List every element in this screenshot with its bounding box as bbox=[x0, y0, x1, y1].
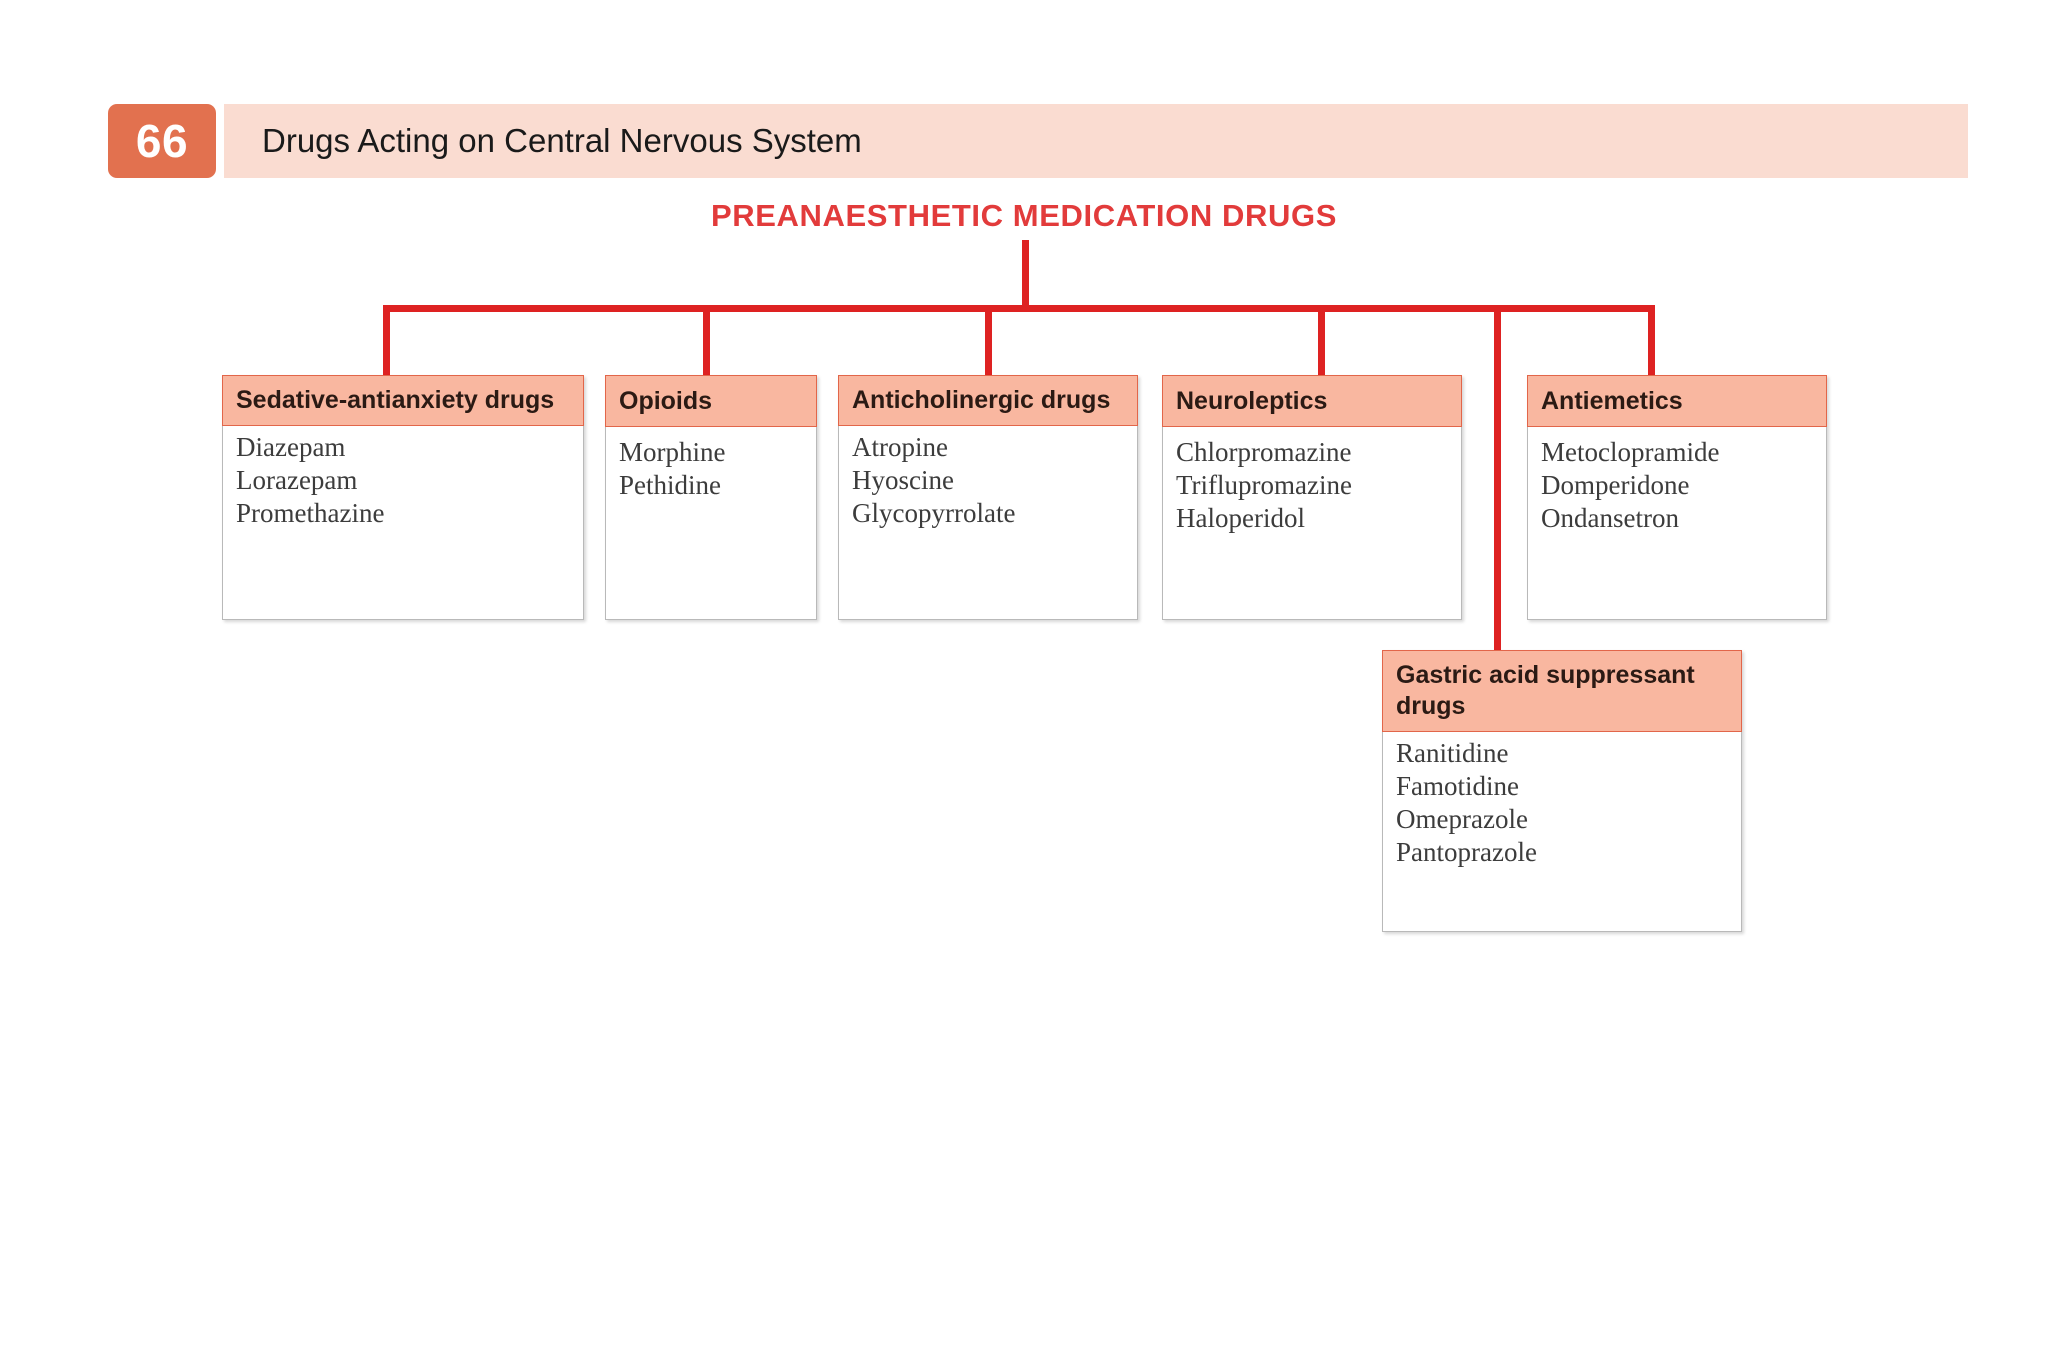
page-title: Drugs Acting on Central Nervous System bbox=[262, 122, 862, 159]
drug-item: Lorazepam bbox=[236, 465, 358, 495]
drug-item: Morphine bbox=[619, 437, 726, 467]
page-number-badge: 66 bbox=[108, 104, 216, 178]
node-gastric-acid-suppressant-body: Ranitidine Famotidine Omeprazole Pantopr… bbox=[1383, 731, 1741, 879]
drug-item: Promethazine bbox=[236, 498, 385, 528]
drug-item: Chlorpromazine bbox=[1176, 437, 1352, 467]
node-antiemetics-body: Metoclopramide Domperidone Ondansetron bbox=[1528, 426, 1826, 545]
connector-drop-sedative bbox=[383, 305, 390, 375]
drug-item: Metoclopramide bbox=[1541, 437, 1720, 467]
diagram-title: PREANAESTHETIC MEDICATION DRUGS bbox=[711, 198, 1337, 233]
drug-item: Pantoprazole bbox=[1396, 837, 1537, 867]
page-header-band bbox=[224, 104, 1968, 178]
node-anticholinergic-header: Anticholinergic drugs bbox=[838, 375, 1138, 426]
node-sedative-header: Sedative-antianxiety drugs bbox=[222, 375, 584, 426]
connector-drop-anticholinergic bbox=[985, 305, 992, 375]
node-opioids-body: Morphine Pethidine bbox=[606, 426, 816, 512]
node-neuroleptics[interactable]: Neuroleptics Chlorpromazine Triflupromaz… bbox=[1162, 375, 1462, 620]
node-gastric-acid-suppressant-header: Gastric acid suppressant drugs bbox=[1382, 650, 1742, 732]
drug-item: Ondansetron bbox=[1541, 503, 1679, 533]
node-gastric-acid-suppressant[interactable]: Gastric acid suppressant drugs Ranitidin… bbox=[1382, 650, 1742, 932]
connector-drop-opioids bbox=[703, 305, 710, 375]
connector-horizontal-bus bbox=[383, 305, 1655, 312]
drug-item: Haloperidol bbox=[1176, 503, 1305, 533]
drug-item: Pethidine bbox=[619, 470, 721, 500]
drug-item: Omeprazole bbox=[1396, 804, 1528, 834]
drug-item: Atropine bbox=[852, 432, 948, 462]
node-opioids-header: Opioids bbox=[605, 375, 817, 427]
node-sedative[interactable]: Sedative-antianxiety drugs Diazepam Lora… bbox=[222, 375, 584, 620]
node-anticholinergic-body: Atropine Hyoscine Glycopyrrolate bbox=[839, 425, 1137, 540]
drug-item: Famotidine bbox=[1396, 771, 1519, 801]
node-sedative-body: Diazepam Lorazepam Promethazine bbox=[223, 425, 583, 540]
drug-item: Diazepam bbox=[236, 432, 346, 462]
node-neuroleptics-body: Chlorpromazine Triflupromazine Haloperid… bbox=[1163, 426, 1461, 545]
drug-item: Domperidone bbox=[1541, 470, 1690, 500]
node-neuroleptics-header: Neuroleptics bbox=[1162, 375, 1462, 427]
drug-item: Glycopyrrolate bbox=[852, 498, 1016, 528]
drug-item: Hyoscine bbox=[852, 465, 954, 495]
drug-item: Ranitidine bbox=[1396, 738, 1509, 768]
connector-drop-neuroleptics bbox=[1318, 305, 1325, 375]
drug-item: Triflupromazine bbox=[1176, 470, 1352, 500]
connector-root-stem bbox=[1022, 240, 1029, 310]
node-anticholinergic[interactable]: Anticholinergic drugs Atropine Hyoscine … bbox=[838, 375, 1138, 620]
connector-drop-gastric bbox=[1494, 305, 1501, 650]
connector-drop-antiemetics bbox=[1648, 305, 1655, 375]
node-antiemetics-header: Antiemetics bbox=[1527, 375, 1827, 427]
node-antiemetics[interactable]: Antiemetics Metoclopramide Domperidone O… bbox=[1527, 375, 1827, 620]
node-opioids[interactable]: Opioids Morphine Pethidine bbox=[605, 375, 817, 620]
